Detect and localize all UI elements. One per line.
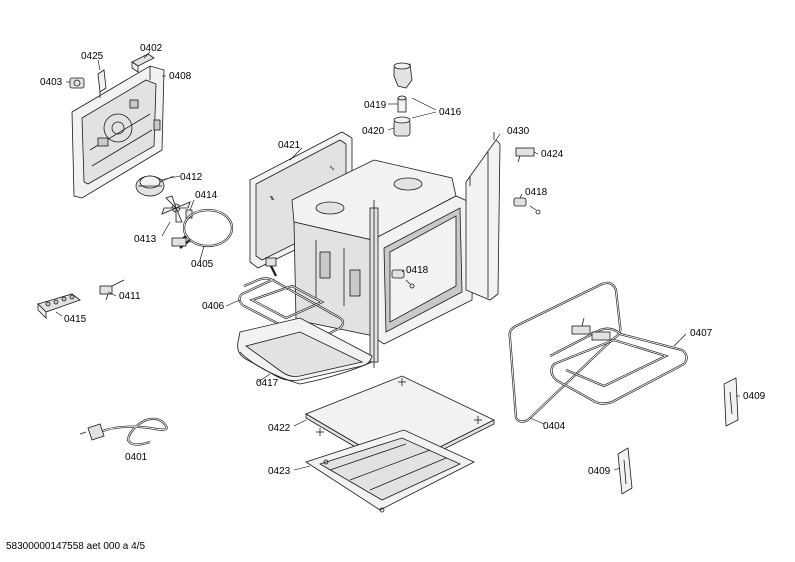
circular-heater-0405 <box>171 208 234 249</box>
label-0411: 0411 <box>119 291 141 302</box>
label-0409-lower: 0409 <box>588 466 611 477</box>
label-0409-right: 0409 <box>743 391 766 402</box>
terminal-block-0415 <box>37 293 81 319</box>
label-0412: 0412 <box>180 172 203 183</box>
part-labels: 0425 0402 0403 0408 0419 0416 0420 0430 … <box>40 43 766 477</box>
leader-lines <box>55 51 740 471</box>
sensor-0411 <box>99 279 125 301</box>
label-0416: 0416 <box>439 107 462 118</box>
fan-blade-0413 <box>161 195 191 223</box>
side-panel-0430 <box>465 132 501 301</box>
hinge-pin-0424 <box>515 147 535 163</box>
grill-heater-0404 <box>508 281 622 423</box>
label-0422: 0422 <box>268 423 291 434</box>
bracket-0425 <box>97 69 107 98</box>
label-0401: 0401 <box>125 452 148 463</box>
fan-motor-0412 <box>135 175 181 197</box>
label-0417: 0417 <box>256 378 279 389</box>
power-cord-0401 <box>79 417 168 446</box>
heater-0406 <box>238 257 345 342</box>
connector-0403 <box>69 77 85 89</box>
label-0408: 0408 <box>169 71 192 82</box>
label-0418-right: 0418 <box>525 187 548 198</box>
label-0414: 0414 <box>195 190 218 201</box>
pan-0417 <box>237 317 373 385</box>
label-0402: 0402 <box>140 43 163 54</box>
hinge-0409-right <box>723 377 739 427</box>
label-0404: 0404 <box>543 421 566 432</box>
lamp-assembly-0416 <box>393 62 413 137</box>
document-footer: 58300000147558 aet 000 a 4/5 <box>6 541 146 552</box>
label-0420: 0420 <box>362 126 385 137</box>
bottom-tray-0423 <box>305 429 475 513</box>
label-0419: 0419 <box>364 100 387 111</box>
lamp-0418-center <box>391 269 415 289</box>
hinge-0409-lower <box>617 447 633 495</box>
back-panel-0408 <box>71 65 165 199</box>
label-0415: 0415 <box>64 314 87 325</box>
label-0423: 0423 <box>268 466 291 477</box>
label-0425: 0425 <box>81 51 104 62</box>
label-0424: 0424 <box>541 149 564 160</box>
top-heater-0407 <box>549 317 688 405</box>
label-0421: 0421 <box>278 140 301 151</box>
label-0413: 0413 <box>134 234 157 245</box>
label-0430: 0430 <box>507 126 530 137</box>
lamp-0418-right <box>513 197 541 215</box>
oven-cavity <box>291 159 475 368</box>
label-0403: 0403 <box>40 77 63 88</box>
label-0407: 0407 <box>690 328 713 339</box>
label-0406: 0406 <box>202 301 225 312</box>
switch-0402 <box>131 53 155 73</box>
label-0418-center: 0418 <box>406 265 429 276</box>
label-0405: 0405 <box>191 259 214 270</box>
